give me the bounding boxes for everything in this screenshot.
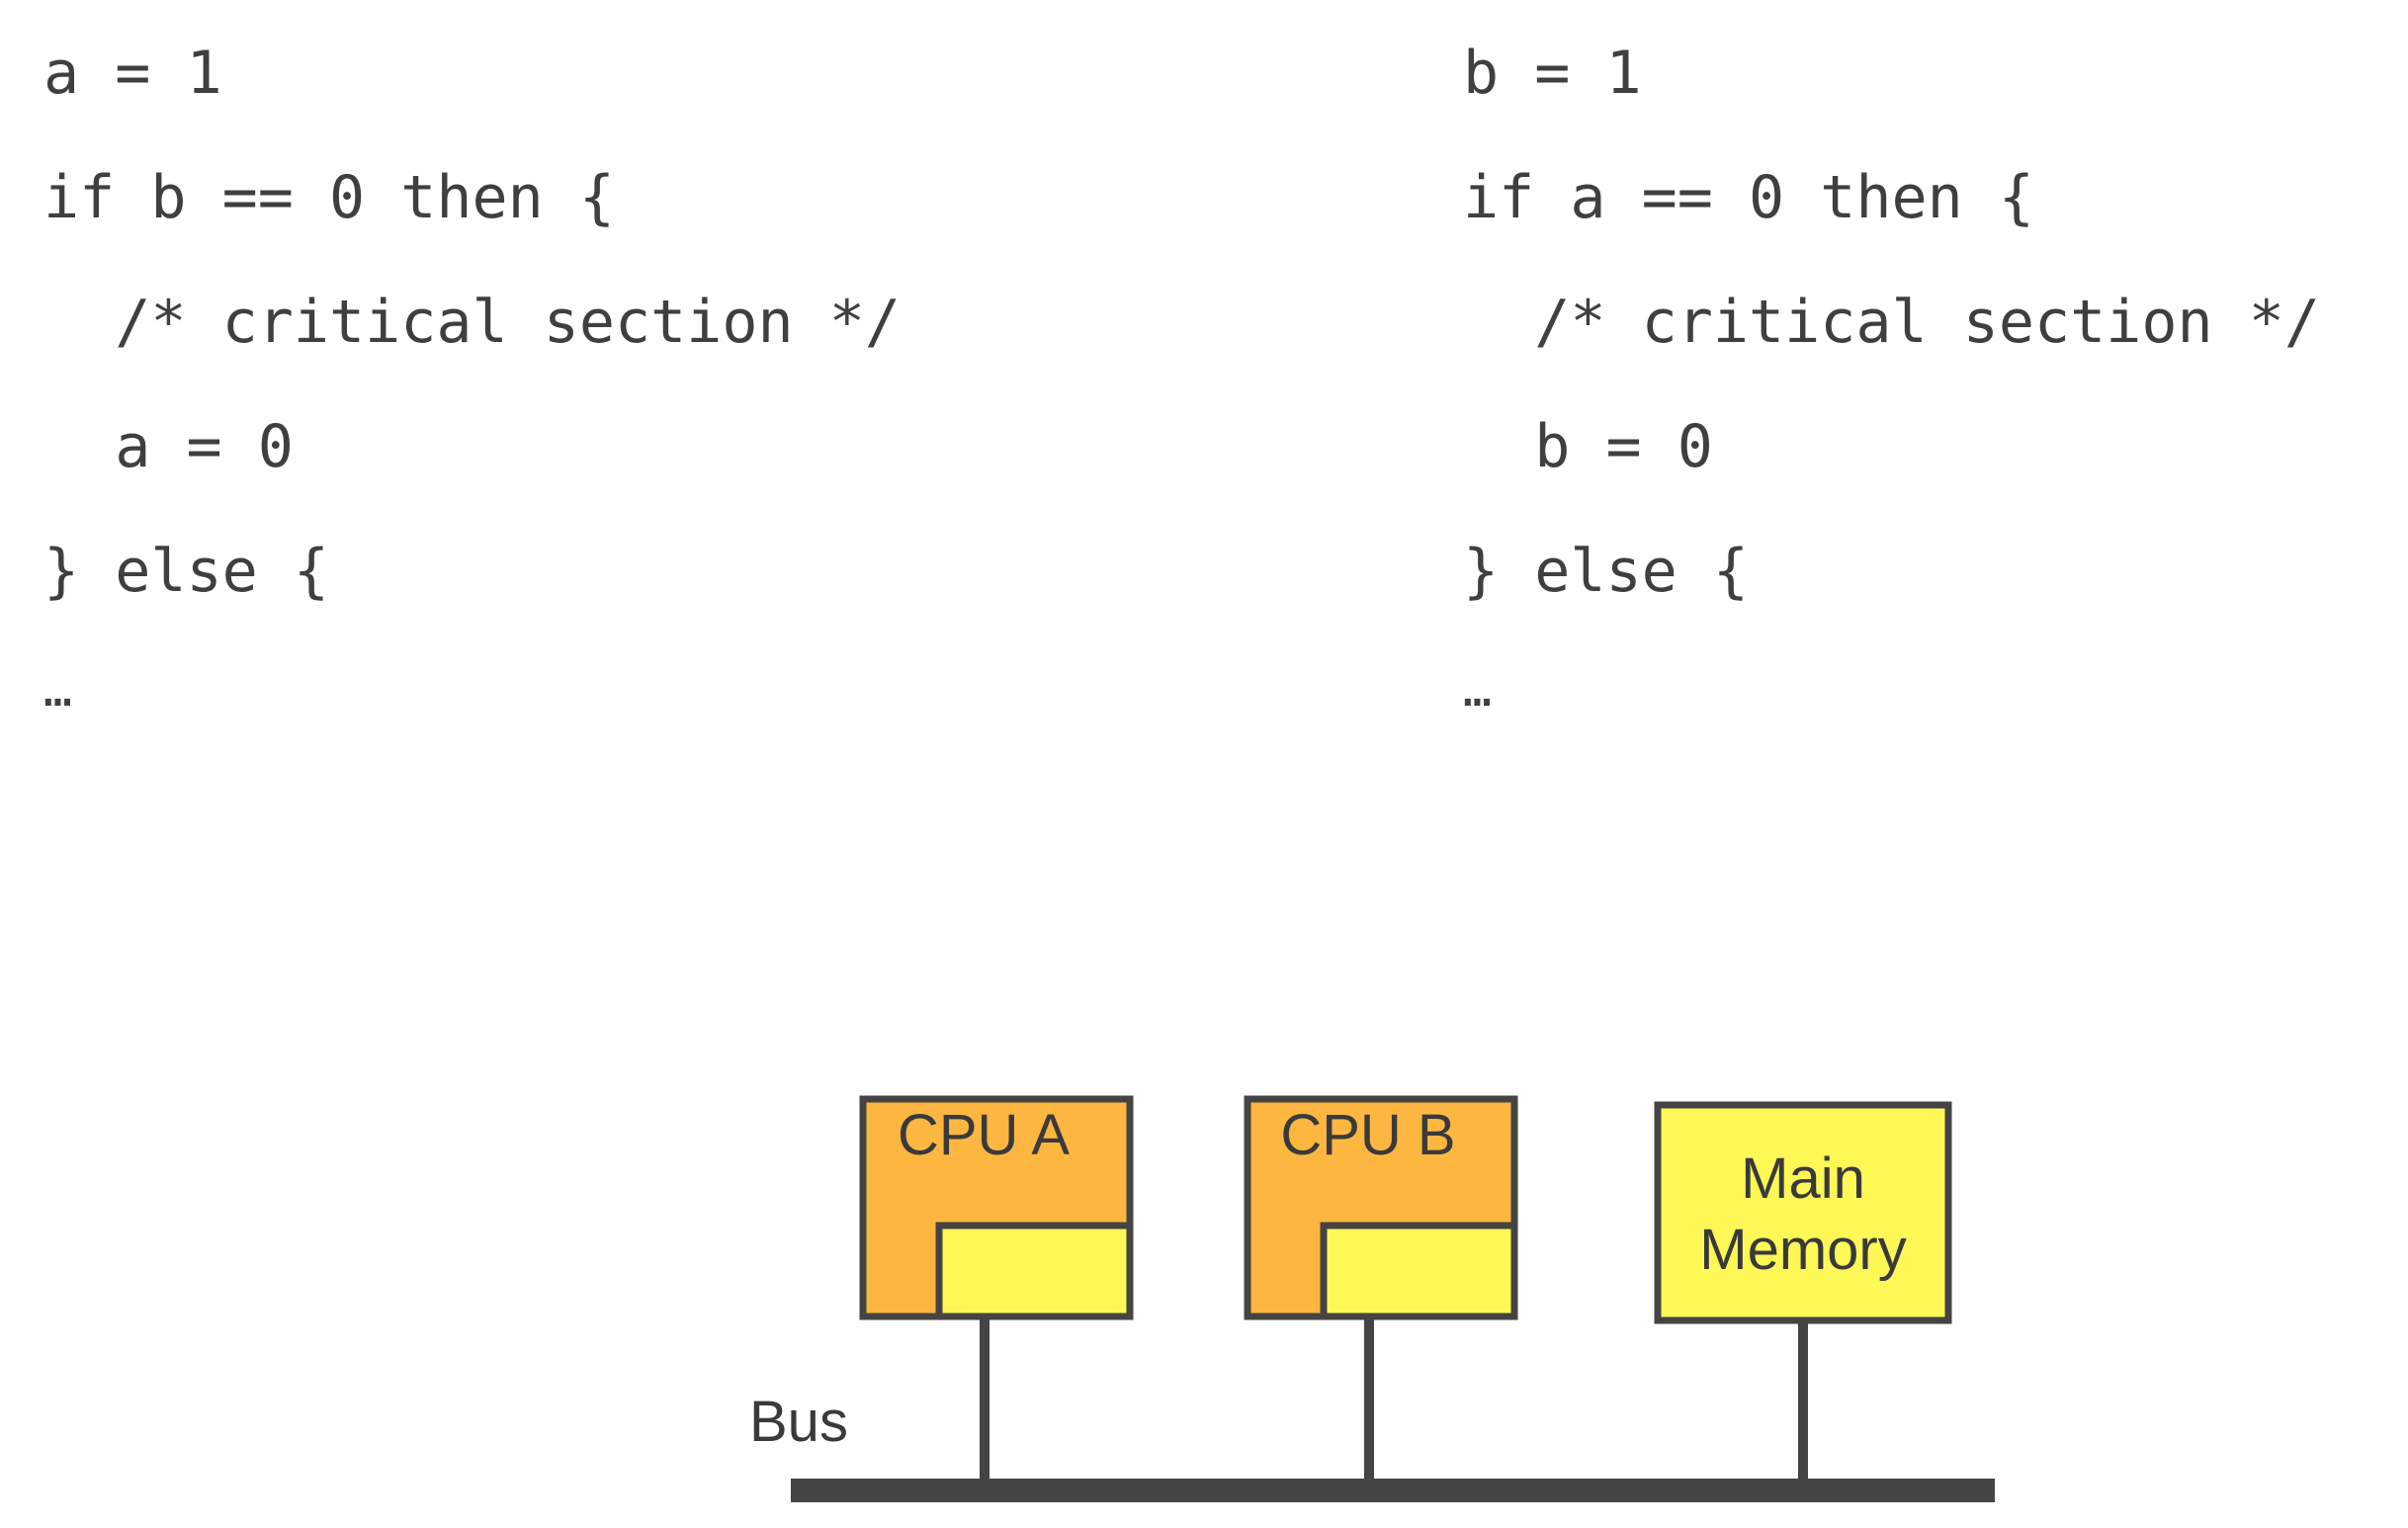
code-line: if a == 0 then {: [1463, 163, 2034, 232]
code-line: } else {: [43, 537, 329, 606]
code-ellipsis: …: [1463, 662, 1492, 718]
code-line: a = 0: [43, 412, 294, 481]
code-line: b = 1: [1463, 39, 1642, 108]
main-memory: Main Memory: [1654, 1101, 1952, 1324]
cpu-a-bus-connector: [980, 1318, 989, 1481]
cpu-a: CPU A: [859, 1095, 1134, 1320]
main-memory-label-line1: Main: [1741, 1146, 1865, 1211]
code-line: /* critical section */: [1463, 288, 2320, 357]
cpu-b-cache: [1320, 1222, 1518, 1320]
cpu-b: CPU B: [1244, 1095, 1518, 1320]
code-line: } else {: [1463, 537, 1749, 606]
main-memory-box: [1654, 1101, 1952, 1324]
code-line: if b == 0 then {: [43, 163, 615, 232]
memory-bus-connector: [1798, 1323, 1808, 1481]
cpu-a-cache: [935, 1222, 1134, 1320]
main-memory-label-line2: Memory: [1699, 1218, 1906, 1282]
bus-label: Bus: [749, 1390, 848, 1454]
code-line: /* critical section */: [43, 288, 901, 357]
cpu-b-bus-connector: [1364, 1318, 1374, 1481]
cpu-b-label: CPU B: [1280, 1103, 1455, 1167]
code-line: a = 1: [43, 39, 222, 108]
bus-line: [791, 1479, 1995, 1502]
code-line: b = 0: [1463, 412, 1713, 481]
code-ellipsis: …: [43, 662, 72, 718]
cpu-a-label: CPU A: [898, 1103, 1070, 1167]
